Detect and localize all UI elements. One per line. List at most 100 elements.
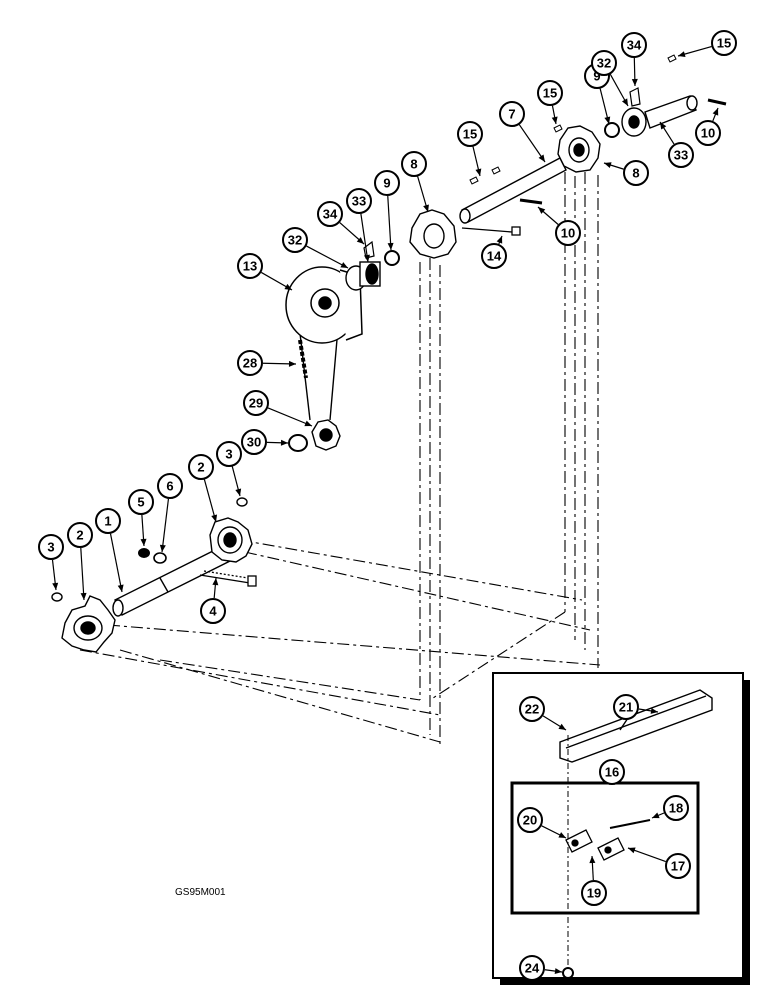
- callout-circle: [668, 142, 694, 168]
- leader-arrow: [604, 162, 612, 168]
- roll-pin-middle: [519, 198, 543, 205]
- callout-30: 30: [241, 429, 289, 455]
- callout-number: 15: [717, 36, 731, 51]
- small-drive-sprocket: [311, 419, 341, 451]
- callout-21: 21: [613, 694, 659, 720]
- callout-10: 10: [695, 107, 721, 146]
- callout-circle: [591, 50, 617, 76]
- callout-number: 9: [593, 69, 600, 84]
- callout-circle: [216, 441, 242, 467]
- key-b: [491, 166, 501, 175]
- callout-number: 30: [247, 435, 261, 450]
- callout-circle: [241, 429, 267, 455]
- callout-circle: [317, 201, 343, 227]
- callout-number: 13: [243, 259, 257, 274]
- leader-arrow: [496, 236, 503, 244]
- callout-2: 2: [67, 522, 93, 601]
- callout-number: 24: [525, 961, 540, 976]
- callout-2: 2: [188, 454, 218, 523]
- left-sprocket: [61, 595, 116, 653]
- callout-32: 32: [282, 227, 349, 269]
- leader-arrow: [280, 439, 288, 446]
- callout-number: 32: [597, 56, 611, 71]
- washer: [153, 552, 167, 564]
- leader-arrow: [538, 207, 546, 214]
- leader-arrow: [288, 360, 296, 367]
- callout-circle: [237, 253, 263, 279]
- callout-15: 15: [457, 121, 483, 177]
- roll-pin-right: [707, 98, 727, 106]
- callout-number: 10: [561, 226, 575, 241]
- leader-arrow: [551, 116, 558, 124]
- callout-33: 33: [659, 121, 694, 168]
- leader-line: [306, 245, 349, 269]
- callout-circle: [599, 759, 625, 785]
- callout-number: 20: [523, 813, 537, 828]
- callout-circle: [200, 598, 226, 624]
- leader-arrow: [475, 168, 482, 176]
- callout-circle: [237, 350, 263, 376]
- callout-circle: [665, 853, 691, 879]
- leader-arrow: [558, 723, 566, 730]
- leader-line: [80, 547, 85, 601]
- callout-22: 22: [519, 696, 567, 731]
- callout-circle: [623, 160, 649, 186]
- callout-circle: [613, 694, 639, 720]
- callout-16: 16: [599, 759, 625, 785]
- leader-arrow: [678, 51, 686, 57]
- callout-13: 13: [237, 253, 293, 291]
- callout-number: 33: [352, 194, 366, 209]
- callout-20: 20: [517, 807, 567, 839]
- inset-nut: [562, 967, 574, 979]
- callout-number: 33: [674, 148, 688, 163]
- inset-link-right: [597, 837, 625, 861]
- upper-right-bearing: [604, 95, 698, 138]
- leader-arrow: [387, 242, 394, 250]
- callout-number: 34: [627, 38, 642, 53]
- leader-arrow: [235, 488, 242, 496]
- leader-arrow: [284, 283, 292, 290]
- leader-arrow: [364, 254, 370, 262]
- upper-right-sprocket: [557, 125, 601, 173]
- callout-circle: [457, 121, 483, 147]
- callout-number: 32: [288, 233, 302, 248]
- leader-arrow: [628, 847, 636, 854]
- callout-circle: [481, 243, 507, 269]
- callout-1: 1: [95, 508, 124, 593]
- callout-number: 2: [76, 528, 83, 543]
- callout-circle: [401, 151, 427, 177]
- callout-number: 14: [487, 249, 502, 264]
- callout-circle: [67, 522, 93, 548]
- callout-number: 5: [137, 495, 144, 510]
- upper-shaft: [459, 157, 567, 224]
- callout-circle: [663, 795, 689, 821]
- leader-arrow: [558, 832, 566, 838]
- callout-6: 6: [157, 473, 183, 553]
- leader-arrow: [340, 262, 348, 268]
- callout-number: 7: [508, 107, 515, 122]
- callout-circle: [346, 188, 372, 214]
- callout-17: 17: [627, 847, 691, 879]
- slat-channel: [559, 689, 713, 763]
- callout-circle: [517, 807, 543, 833]
- leader-line: [161, 498, 170, 553]
- callout-5: 5: [128, 489, 154, 547]
- callout-number: 21: [619, 700, 633, 715]
- callout-circle: [499, 101, 525, 127]
- leader-arrow: [356, 237, 364, 244]
- leader-arrow: [712, 108, 719, 116]
- callout-8: 8: [603, 160, 649, 186]
- callout-9: 9: [374, 170, 400, 251]
- leader-arrow: [140, 538, 147, 546]
- leader-arrow: [631, 78, 638, 86]
- callout-32: 32: [591, 50, 629, 107]
- callout-number: 15: [463, 127, 477, 142]
- callout-10: 10: [537, 206, 581, 246]
- callout-number: 1: [104, 514, 111, 529]
- leader-arrow: [589, 856, 596, 864]
- bolt: [199, 570, 257, 587]
- callout-number: 18: [669, 801, 683, 816]
- callout-29: 29: [243, 390, 313, 427]
